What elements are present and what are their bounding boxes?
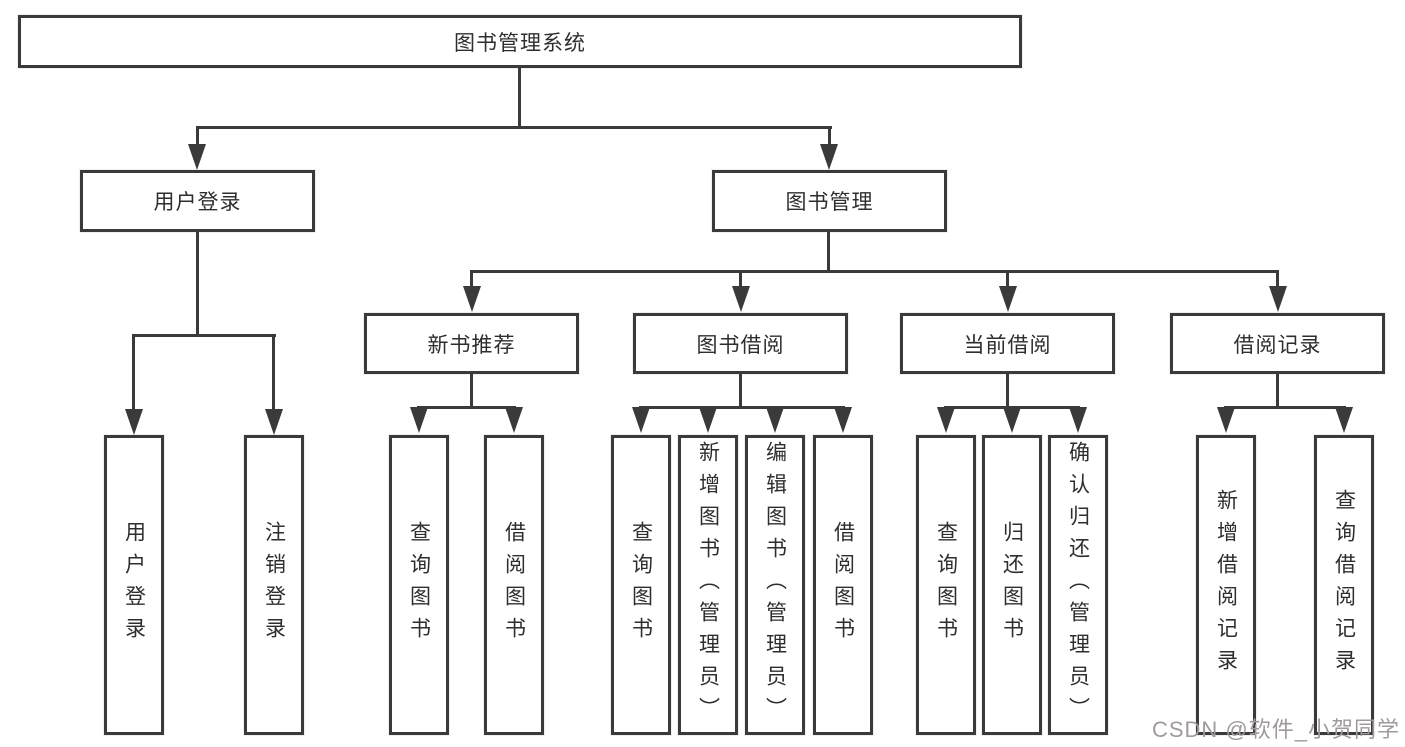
connector-line <box>196 232 199 336</box>
connector-line <box>133 334 276 337</box>
arrowhead-icon <box>188 144 206 170</box>
node-label: 新增借阅记录 <box>1214 489 1238 681</box>
connector-line <box>470 270 473 288</box>
connector-line <box>1006 270 1009 288</box>
connector-line <box>1276 374 1279 408</box>
arrowhead-icon <box>820 144 838 170</box>
connector-line <box>1006 374 1009 408</box>
arrowhead-icon <box>732 286 750 312</box>
node-label: 借阅图书 <box>502 521 526 649</box>
arrowhead-icon <box>1217 407 1235 433</box>
node-label: 确认归还（管理员） <box>1066 441 1090 729</box>
node-book-borrowing: 图书借阅 <box>633 313 848 374</box>
node-add-borrow-record: 新增借阅记录 <box>1196 435 1256 735</box>
node-user-login-branch: 用户登录 <box>80 170 315 232</box>
node-label: 借阅图书 <box>831 521 855 649</box>
node-borrow-records: 借阅记录 <box>1170 313 1385 374</box>
connector-line <box>470 374 473 408</box>
connector-line <box>417 406 516 409</box>
node-borrow-books-2: 借阅图书 <box>813 435 873 735</box>
arrowhead-icon <box>265 409 283 435</box>
node-label: 借阅记录 <box>1233 333 1322 357</box>
connector-line <box>196 126 832 129</box>
arrowhead-icon <box>699 407 717 433</box>
arrowhead-icon <box>999 286 1017 312</box>
node-confirm-return-admin: 确认归还（管理员） <box>1048 435 1108 735</box>
node-add-book-admin: 新增图书（管理员） <box>678 435 738 735</box>
node-return-books: 归还图书 <box>982 435 1042 735</box>
connector-line <box>272 334 275 411</box>
connector-line <box>132 334 135 411</box>
node-edit-book-admin: 编辑图书（管理员） <box>745 435 805 735</box>
node-label: 编辑图书（管理员） <box>763 441 787 729</box>
arrowhead-icon <box>1335 407 1353 433</box>
arrowhead-icon <box>937 407 955 433</box>
connector-line <box>639 406 845 409</box>
connector-line <box>196 126 199 147</box>
arrowhead-icon <box>410 407 428 433</box>
node-label: 查询借阅记录 <box>1332 489 1356 681</box>
arrowhead-icon <box>125 409 143 435</box>
node-label: 新增图书（管理员） <box>696 441 720 729</box>
arrowhead-icon <box>834 407 852 433</box>
node-user-login-leaf: 用户登录 <box>104 435 164 735</box>
node-label: 查询图书 <box>934 521 958 649</box>
arrowhead-icon <box>1069 407 1087 433</box>
node-label: 图书借阅 <box>696 333 785 357</box>
node-label: 图书管理系统 <box>454 31 586 55</box>
node-logout: 注销登录 <box>244 435 304 735</box>
connector-line <box>827 232 830 272</box>
node-book-management: 图书管理 <box>712 170 947 232</box>
node-label: 注销登录 <box>262 521 286 649</box>
connector-line <box>518 68 521 128</box>
connector-line <box>739 374 742 408</box>
node-borrow-books-1: 借阅图书 <box>484 435 544 735</box>
connector-line <box>1276 270 1279 288</box>
connector-line <box>828 126 831 147</box>
node-label: 用户登录 <box>153 191 242 214</box>
arrowhead-icon <box>766 407 784 433</box>
connector-line <box>470 270 1279 273</box>
node-query-books-3: 查询图书 <box>916 435 976 735</box>
connector-line <box>739 270 742 288</box>
node-label: 查询图书 <box>407 521 431 649</box>
node-label: 查询图书 <box>629 521 653 649</box>
csdn-watermark: CSDN @软件_小贺同学 <box>1151 717 1400 742</box>
node-current-borrowing: 当前借阅 <box>900 313 1115 374</box>
node-query-borrow-record: 查询借阅记录 <box>1314 435 1374 735</box>
node-new-book-recommend: 新书推荐 <box>364 313 579 374</box>
node-label: 当前借阅 <box>963 333 1052 357</box>
arrowhead-icon <box>1269 286 1287 312</box>
arrowhead-icon <box>632 407 650 433</box>
arrowhead-icon <box>463 286 481 312</box>
node-query-books-1: 查询图书 <box>389 435 449 735</box>
node-label: 用户登录 <box>122 521 146 649</box>
node-label: 归还图书 <box>1000 521 1024 649</box>
arrowhead-icon <box>505 407 523 433</box>
node-library-management-system: 图书管理系统 <box>18 15 1022 68</box>
node-label: 图书管理 <box>785 191 874 214</box>
node-label: 新书推荐 <box>427 333 516 357</box>
node-query-books-2: 查询图书 <box>611 435 671 735</box>
arrowhead-icon <box>1003 407 1021 433</box>
connector-line <box>1224 406 1346 409</box>
